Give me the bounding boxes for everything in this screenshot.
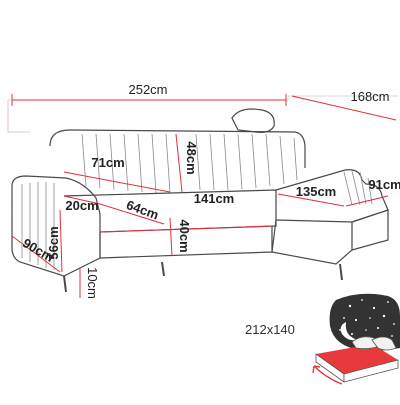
sleep-function-icon [312, 293, 400, 385]
label-total-depth: 168cm [350, 89, 389, 104]
label-leg-height: 10cm [85, 267, 100, 299]
label-back-height: 48cm [184, 141, 199, 174]
label-arm-height: 56cm [46, 226, 61, 259]
sofa-drawing [7, 95, 398, 293]
label-backrest-length: 71cm [91, 155, 124, 170]
armrest-stitching [21, 182, 55, 270]
dimension-lines [11, 94, 397, 298]
backrest-stitching [81, 133, 298, 194]
label-total-length: 252cm [128, 82, 167, 97]
label-seat-height: 40cm [177, 219, 192, 252]
stars [339, 299, 395, 337]
label-seat-width: 141cm [194, 191, 234, 206]
label-chaise-width: 91cm [368, 177, 400, 192]
label-armrest-width: 20cm [65, 198, 98, 213]
bed-size-label: 212x140 [245, 322, 295, 337]
sofa-leg [63, 275, 67, 293]
label-seat-depth: 64cm [124, 197, 160, 222]
label-chaise-length: 135cm [296, 184, 336, 199]
